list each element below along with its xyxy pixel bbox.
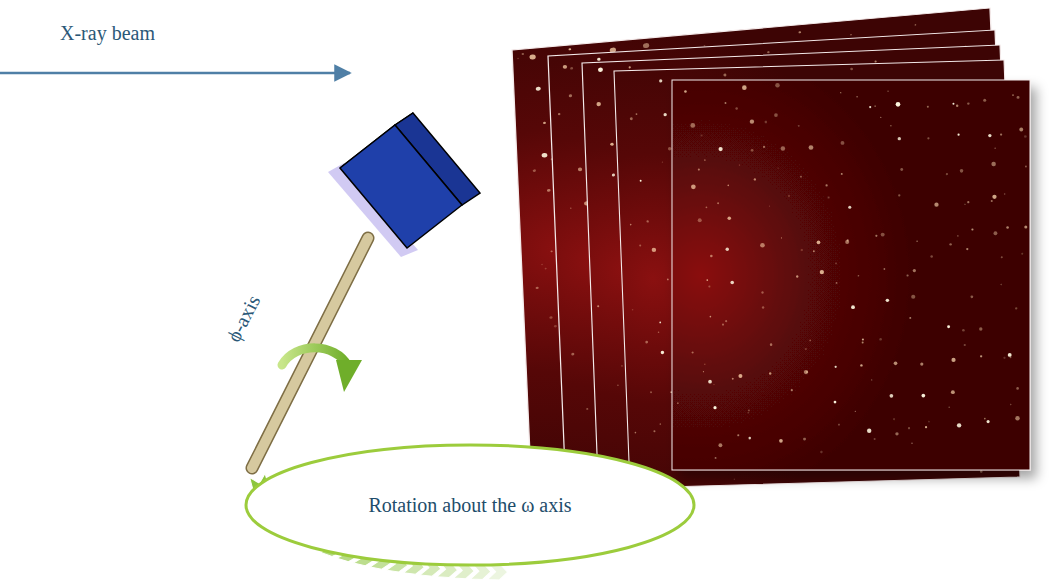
phi-rotation-arrow (282, 348, 362, 392)
callout-text: Rotation about the ω axis (368, 494, 571, 517)
diffraction-images (512, 8, 1030, 488)
crystal (328, 113, 480, 257)
sample-rod (252, 238, 368, 468)
diffraction-image (672, 80, 1030, 470)
ellipse-callout: Rotation about the ω axis (244, 443, 696, 567)
beam-label: X-ray beam (60, 22, 155, 45)
x-ray-arrow (0, 72, 350, 75)
axis-label: ϕ-axis (223, 291, 266, 345)
